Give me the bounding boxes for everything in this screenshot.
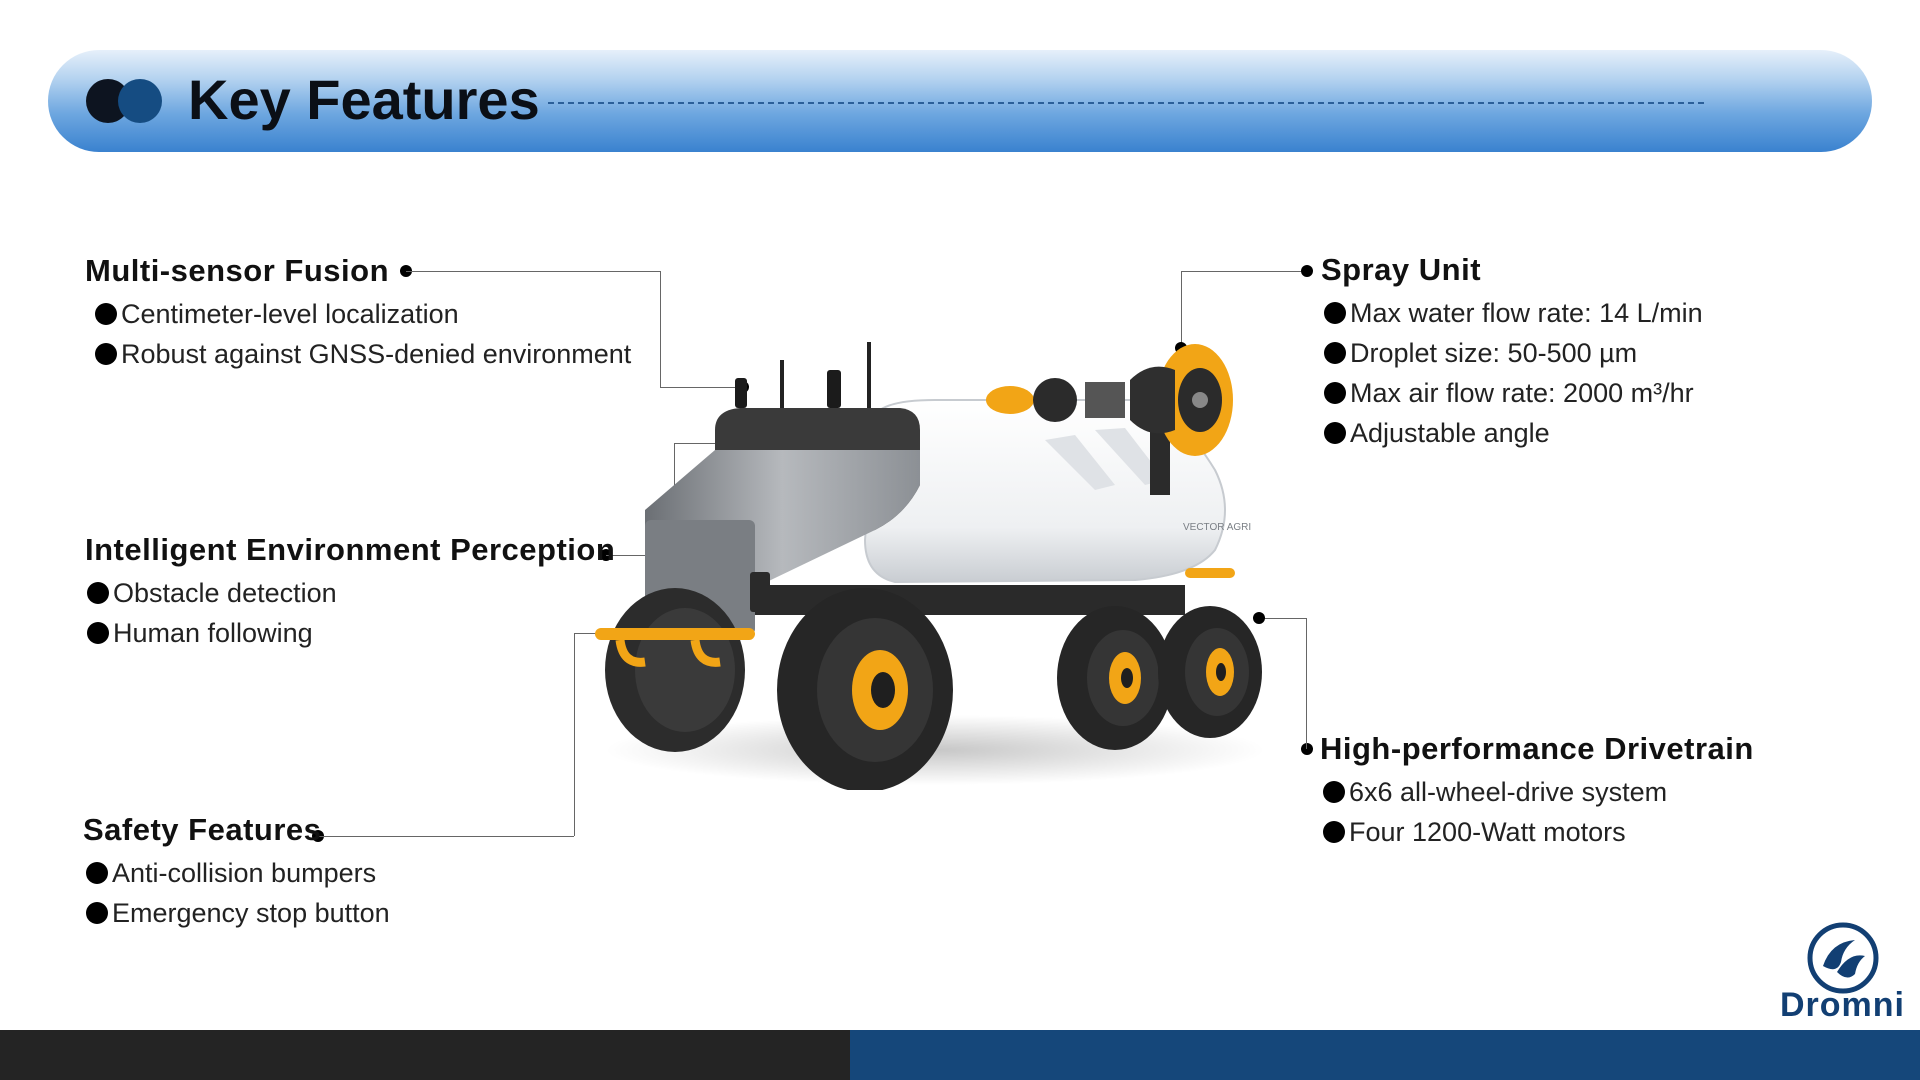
feature-item: Four 1200-Watt motors <box>1323 812 1754 852</box>
feature-item: Robust against GNSS-denied environment <box>95 334 631 374</box>
feature-drivetrain: High-performance Drivetrain 6x6 all-whee… <box>1320 730 1754 852</box>
feature-item: Human following <box>87 613 615 653</box>
leader-line <box>1181 271 1182 349</box>
leader-line <box>660 387 742 388</box>
leader-point-spray <box>1301 265 1313 277</box>
feature-title: Spray Unit <box>1321 252 1482 287</box>
wheel-middle <box>1057 606 1173 750</box>
cannon-hub <box>1192 392 1208 408</box>
page-title: Key Features <box>188 68 540 131</box>
footer-bar-dark <box>0 1030 850 1080</box>
leader-line <box>674 443 740 444</box>
header-banner <box>48 50 1872 152</box>
feature-item: Max air flow rate: 2000 m³/hr <box>1324 373 1703 413</box>
feature-item: Emergency stop button <box>86 893 390 933</box>
feature-title: High-performance Drivetrain <box>1320 731 1754 766</box>
tank-ridge <box>1095 428 1165 485</box>
front-bumper <box>595 628 755 640</box>
leader-line <box>1181 271 1301 272</box>
feature-title: Intelligent Environment Perception <box>85 532 616 567</box>
wheel-front-right <box>777 588 953 790</box>
feature-environment-perception: Intelligent Environment Perception Obsta… <box>85 531 615 653</box>
dromni-logo-icon <box>1807 922 1879 994</box>
feature-safety: Safety Features Anti-collision bumpers E… <box>83 811 390 933</box>
sensor-post <box>827 370 841 408</box>
antenna <box>780 360 784 408</box>
feature-item: Adjustable angle <box>1324 413 1703 453</box>
leader-line <box>318 836 574 837</box>
bumper-bracket <box>615 639 646 667</box>
feature-spray-unit: Spray Unit Max water flow rate: 14 L/min… <box>1321 251 1703 453</box>
fan-motor <box>1085 382 1125 418</box>
fan-housing <box>1033 378 1077 422</box>
leader-line <box>406 271 660 272</box>
footer-bar-blue <box>850 1030 1920 1080</box>
feature-title: Multi-sensor Fusion <box>85 253 389 288</box>
feature-item: Obstacle detection <box>87 573 615 613</box>
leader-line <box>1306 618 1307 749</box>
bumper-bracket <box>690 639 721 667</box>
feature-item: Max water flow rate: 14 L/min <box>1324 293 1703 333</box>
feature-item: Anti-collision bumpers <box>86 853 390 893</box>
leader-line <box>606 555 674 556</box>
antenna <box>867 342 871 408</box>
wheel-rear <box>1158 606 1262 738</box>
feature-item: Droplet size: 50-500 µm <box>1324 333 1703 373</box>
feature-multi-sensor-fusion: Multi-sensor Fusion Centimeter-level loc… <box>85 252 631 374</box>
fill-cap <box>986 386 1034 414</box>
cannon-body <box>1130 366 1175 434</box>
leader-line <box>660 271 661 387</box>
tank-ridge <box>1045 435 1115 490</box>
leader-line <box>574 633 575 836</box>
rear-bumper <box>1185 568 1235 578</box>
feature-item: 6x6 all-wheel-drive system <box>1323 772 1754 812</box>
header-dashed-line <box>548 102 1704 104</box>
tank-label: VECTOR AGRI <box>1183 522 1251 533</box>
brand-logo-text: Dromni <box>1780 986 1905 1024</box>
wheel-front-left <box>605 588 745 752</box>
cannon-mount <box>1150 425 1170 495</box>
side-light <box>750 572 770 612</box>
feature-item: Centimeter-level localization <box>95 294 631 334</box>
leader-point-drivetrain <box>1301 743 1313 755</box>
leader-line <box>1262 618 1306 619</box>
header-dot-blue <box>118 79 162 123</box>
sensor-post <box>735 378 747 408</box>
leader-point <box>1253 612 1265 624</box>
feature-title: Safety Features <box>83 812 322 847</box>
agri-robot-image: VECTOR AGRI <box>595 342 1265 790</box>
